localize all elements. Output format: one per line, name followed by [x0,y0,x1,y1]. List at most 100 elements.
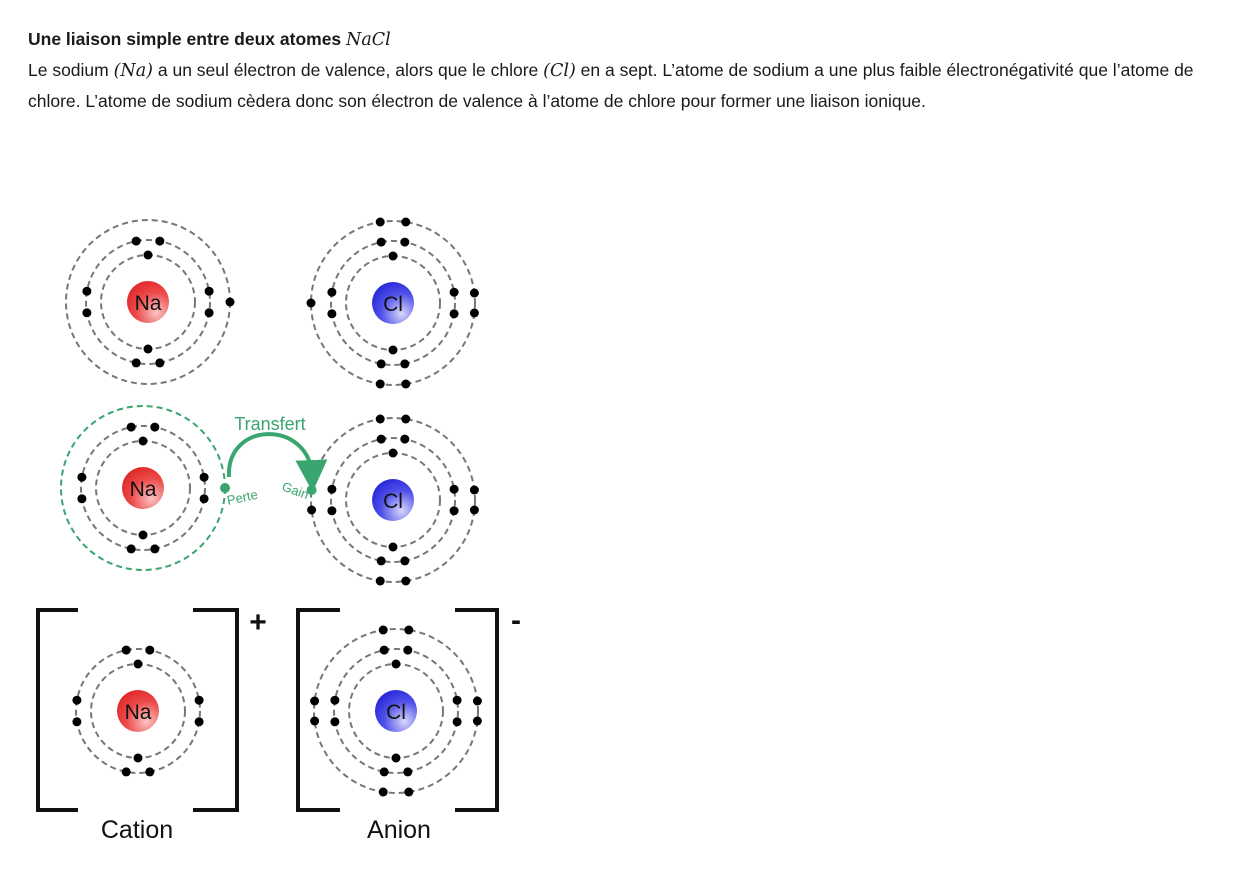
electron [307,505,317,515]
electron [199,494,209,504]
nucleus [372,282,414,324]
electron [401,217,411,227]
electron [330,695,340,705]
electron [155,236,165,246]
anion-bracket-right [455,608,499,812]
chlorine-atom: Cl [310,625,482,797]
element-symbol: Na [130,478,157,501]
anion-label: Anion [367,816,431,844]
electron [131,358,141,368]
sodium-atom: Na [72,645,204,777]
electron-shell [310,220,476,386]
electron [77,494,87,504]
electron [391,659,401,669]
electron [388,448,398,458]
electron [204,308,214,318]
electron [126,422,136,432]
nucleus [375,690,417,732]
electron [133,659,143,669]
electron [121,767,131,777]
electron [375,576,385,586]
electron [220,483,230,493]
electron [472,716,482,726]
sodium-atom: Na [65,219,235,385]
sodium-atom: Na [60,405,230,571]
anion-bracket-left [296,608,340,812]
electron [404,625,414,635]
electron [143,344,153,354]
cation-label: Cation [101,816,173,844]
cation-charge: + [249,606,267,639]
electron [379,767,389,777]
loss-label: Perte [226,487,260,508]
electron [400,556,410,566]
electron [452,717,462,727]
cation-bracket-right [193,608,239,812]
electron [400,237,410,247]
electron [401,576,411,586]
electron [401,379,411,389]
electron [327,309,337,319]
nucleus [122,467,164,509]
chlorine-atom: Cl [306,414,479,586]
electron-shell [80,425,206,551]
electron [452,695,462,705]
electron [72,695,82,705]
element-symbol: Na [125,701,152,724]
electron [126,544,136,554]
paragraph: Le sodium (Na) a un seul électron de val… [28,60,1194,111]
electron-shell [333,648,459,774]
electron [145,645,155,655]
electron [388,251,398,261]
electron [72,717,82,727]
nucleus [127,281,169,323]
electron [375,414,385,424]
section-heading: Une liaison simple entre deux atomes NaC… [28,29,391,50]
nucleus [117,690,159,732]
anion-charge: - [511,604,521,637]
electron [376,434,386,444]
electron [469,288,479,298]
electron [77,472,87,482]
electron [375,379,385,389]
electron [401,414,411,424]
electron [150,544,160,554]
electron [327,484,337,494]
electron [199,472,209,482]
electron-shell [310,417,476,583]
electron [391,753,401,763]
electron [194,717,204,727]
electron [330,717,340,727]
electron [375,217,385,227]
element-symbol: Cl [383,490,403,513]
electron [155,358,165,368]
electron-shell [313,628,479,794]
electron [145,767,155,777]
chlorine-atom: Cl [306,217,479,389]
gain-label: Gain [280,479,311,502]
electron [378,787,388,797]
electron [82,308,92,318]
electron [379,645,389,655]
electron [388,542,398,552]
electron [378,625,388,635]
electron [138,436,148,446]
transfer-arrow [226,432,328,492]
electron [469,308,479,318]
electron [449,484,459,494]
electron [327,506,337,516]
text-block: Une liaison simple entre deux atomes NaC… [28,24,1228,116]
electron [376,359,386,369]
electron-shell [85,239,211,365]
electron [194,695,204,705]
electron [310,696,320,706]
electron [472,696,482,706]
transfer-label: Transfert [234,414,305,434]
element-symbol: Cl [383,293,403,316]
electron [449,287,459,297]
electron [143,250,153,260]
electron [403,767,413,777]
cation-bracket-left [36,608,78,812]
formula: NaCl [346,30,391,50]
